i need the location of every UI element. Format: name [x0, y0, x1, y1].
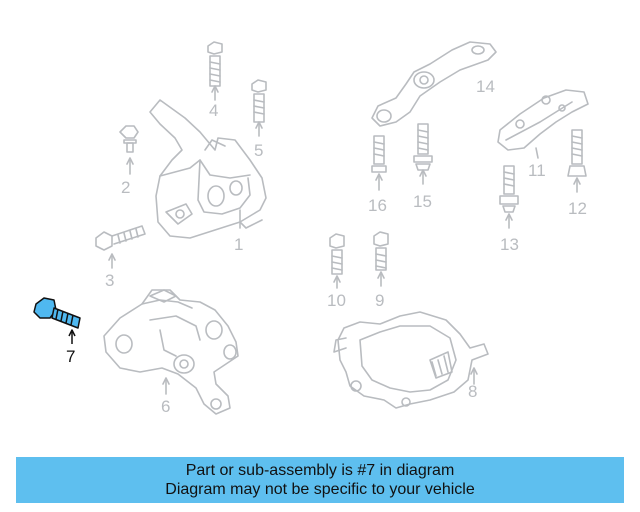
part-5-bolt — [251, 79, 267, 137]
part-4-bolt — [207, 41, 223, 101]
callout-14[interactable]: 14 — [476, 77, 495, 96]
callout-7[interactable]: 7 — [66, 347, 76, 366]
callout-8[interactable]: 8 — [468, 382, 478, 401]
part-15-bolt — [413, 123, 433, 185]
callout-9[interactable]: 9 — [375, 291, 385, 310]
callout-16[interactable]: 16 — [368, 196, 387, 215]
banner-line-part: Part or sub-assembly is #7 in diagram — [185, 462, 455, 479]
callout-12[interactable]: 12 — [568, 199, 587, 218]
callout-2[interactable]: 2 — [121, 178, 131, 197]
part-10-bolt — [329, 233, 345, 289]
part-8-transmission-mount — [333, 311, 489, 409]
callout-3[interactable]: 3 — [105, 271, 115, 290]
part-9-bolt — [373, 231, 389, 287]
callout-4[interactable]: 4 — [209, 101, 219, 120]
part-2-bolt — [119, 125, 139, 175]
part-3-bolt — [95, 225, 146, 269]
callout-1[interactable]: 1 — [234, 235, 244, 254]
part-7-bolt-highlighted — [33, 297, 81, 344]
callout-11[interactable]: 11 — [528, 161, 546, 180]
callout-15[interactable]: 15 — [413, 192, 432, 211]
callout-6[interactable]: 6 — [161, 397, 171, 416]
info-banner: Part or sub-assembly is #7 in diagram Di… — [16, 457, 624, 503]
part-12-bolt — [567, 129, 587, 193]
part-13-bolt — [499, 165, 519, 229]
part-16-bolt — [371, 135, 387, 191]
callout-5[interactable]: 5 — [254, 141, 264, 160]
exploded-parts-diagram — [33, 41, 589, 415]
banner-line-disclaimer: Diagram may not be specific to your vehi… — [165, 481, 475, 498]
part-14-torque-rod — [371, 41, 497, 127]
callout-13[interactable]: 13 — [500, 235, 519, 254]
part-6-transmission-mount — [103, 289, 239, 415]
callout-10[interactable]: 10 — [327, 291, 346, 310]
part-11-bracket — [497, 89, 589, 151]
part-1-engine-mount — [149, 99, 267, 239]
